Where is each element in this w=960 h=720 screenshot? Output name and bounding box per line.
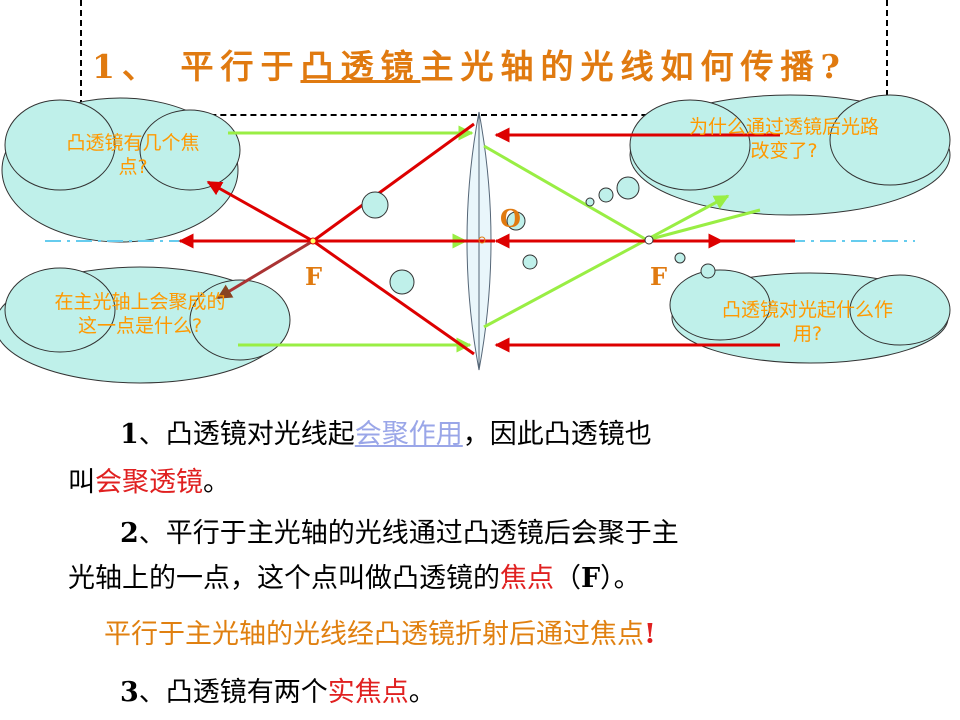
p4-number: 3 xyxy=(120,677,139,708)
p4-text-b: 。 xyxy=(408,677,436,708)
thought-bubbles xyxy=(361,176,716,295)
title-suffix: 主光轴的光线如何传播? xyxy=(420,47,847,86)
paragraph-4: 3、凸透镜有两个实焦点。 xyxy=(120,676,436,710)
p3-text: 平行于主光轴的光线经凸透镜折射后通过焦点 xyxy=(104,619,644,650)
page-title: 1、 平行于凸透镜主光轴的光线如何传播? xyxy=(92,40,847,88)
p1-link[interactable]: 会聚作用 xyxy=(354,419,463,450)
cloud-text-bottom-right: 凸透镜对光起什么作用? xyxy=(721,299,893,345)
center-point xyxy=(478,236,486,244)
title-prefix: 1、 平行于 xyxy=(92,47,301,86)
p2-text-a: 、平行于主光轴的光线通过凸透镜后会聚于主 xyxy=(138,518,679,549)
p2-number: 2 xyxy=(120,518,139,549)
center-label: O xyxy=(500,204,521,233)
p2-line2-red: 焦点 xyxy=(500,563,554,594)
title-underlined: 凸透镜 xyxy=(300,47,421,86)
red-rays xyxy=(178,122,795,356)
p2-line2-b: （ xyxy=(554,563,581,594)
p2-line2-c: ）。 xyxy=(600,563,641,594)
paragraph-1-line-1: 1、凸透镜对光线起会聚作用，因此凸透镜也 xyxy=(120,418,652,452)
optics-diagram xyxy=(0,94,951,384)
cloud-text-top-left: 凸透镜有几个焦点? xyxy=(66,132,200,178)
p1-number: 1 xyxy=(120,419,139,450)
paragraph-2-line-2: 光轴上的一点，这个点叫做凸透镜的焦点（F）。 xyxy=(68,562,641,596)
p1-line2-b: 。 xyxy=(203,467,230,498)
cloud-bottom-left xyxy=(0,266,291,384)
focus-point-left xyxy=(309,237,317,245)
p3-bang: ! xyxy=(644,619,656,650)
p4-text-a: 、凸透镜有两个 xyxy=(138,677,328,708)
cloud-text-top-right: 为什么通过透镜后光路改变了? xyxy=(688,116,879,162)
cloud-bottom-right xyxy=(669,269,951,364)
focus-point-right xyxy=(644,235,654,245)
p1-line2-red: 会聚透镜 xyxy=(95,467,203,498)
title-box xyxy=(80,0,888,116)
p1-text-b: ，因此凸透镜也 xyxy=(462,419,652,450)
focus-label-left: F xyxy=(305,262,323,291)
paragraph-1-line-2: 叫会聚透镜。 xyxy=(68,466,230,500)
p1-text-a: 、凸透镜对光线起 xyxy=(138,419,355,450)
paragraph-2-line-1: 2、平行于主光轴的光线通过凸透镜后会聚于主 xyxy=(120,517,679,551)
cloud-top-right xyxy=(629,94,951,216)
p2-line2-f: F xyxy=(581,563,601,594)
cloud-text-bottom-left: 在主光轴上会聚成的这一点是什么? xyxy=(54,291,226,337)
focus-label-right: F xyxy=(650,262,668,291)
paragraph-3: 平行于主光轴的光线经凸透镜折射后通过焦点! xyxy=(104,618,656,652)
p4-red: 实焦点 xyxy=(327,677,409,708)
cloud-top-left xyxy=(1,97,241,243)
p1-line2-a: 叫 xyxy=(68,467,95,498)
p2-line2-a: 光轴上的一点，这个点叫做凸透镜的 xyxy=(68,563,500,594)
